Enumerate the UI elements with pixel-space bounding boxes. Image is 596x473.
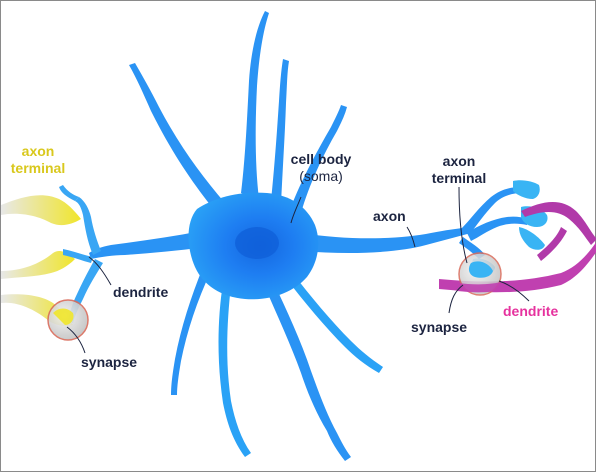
yellow-terminal-top <box>1 195 81 225</box>
axon-terminal-left-line1: axon <box>7 143 69 160</box>
axon-label: axon <box>373 208 406 225</box>
cell-body-group <box>129 11 383 461</box>
axon-terminal-left-label: axon terminal <box>7 143 69 177</box>
axon-shaft <box>301 227 471 253</box>
left-dendrite-trunk <box>89 231 205 259</box>
yellow-terminal-middle <box>1 251 75 279</box>
dendrite-lower-left <box>171 267 211 395</box>
axon-terminal-right-line2: terminal <box>419 170 499 187</box>
dendrite-lower-right <box>265 281 351 461</box>
right-terminal-bulb-3 <box>519 227 545 250</box>
dendrite-left-label: dendrite <box>113 284 168 301</box>
synapse-right-label: synapse <box>411 319 467 336</box>
left-dendrite-tip-up <box>59 185 79 201</box>
dendrite-upper-left <box>129 63 225 211</box>
nucleus <box>235 227 279 259</box>
cell-body-line1: cell body <box>271 151 371 168</box>
soma-line2: (soma) <box>271 168 371 185</box>
axon-terminal-right-line1: axon <box>419 153 499 170</box>
left-dendrite-branch-up <box>75 197 101 255</box>
axon-terminal-left-line2: terminal <box>7 160 69 177</box>
synapse-left-label: synapse <box>81 354 137 371</box>
axon-terminal-right-label: axon terminal <box>419 153 499 187</box>
cell-body-label: cell body (soma) <box>271 151 371 185</box>
dendrite-top <box>241 11 269 199</box>
dendrite-lower-left-2 <box>219 283 252 457</box>
dendrite-right-label: dendrite <box>503 303 558 320</box>
right-terminal-bulb-1 <box>513 180 540 199</box>
axon-group <box>301 180 548 274</box>
left-dendrites <box>59 185 205 323</box>
